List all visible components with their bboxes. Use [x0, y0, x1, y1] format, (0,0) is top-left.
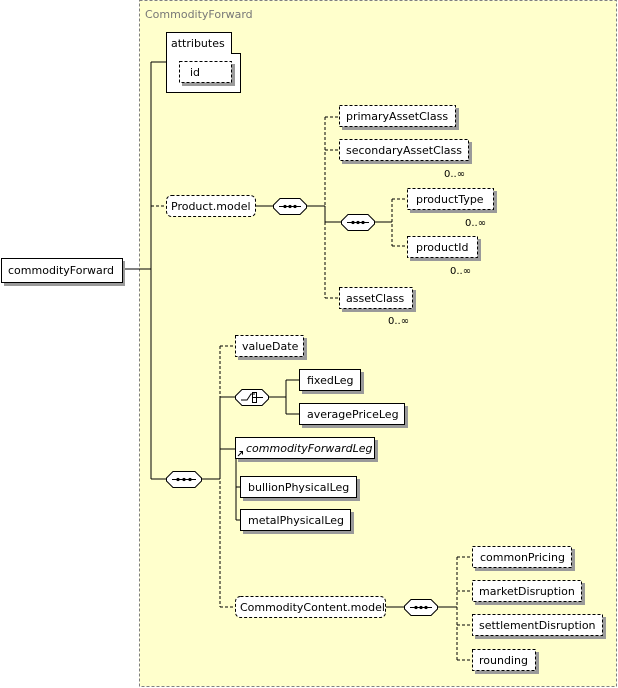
sequence-icon [341, 214, 375, 231]
root-element-label: commodityForward [8, 264, 114, 277]
element-metalPhysicalLeg[interactable]: metalPhysicalLeg [240, 509, 355, 535]
element-valueDate[interactable]: valueDate [235, 335, 308, 361]
element-commodityForwardLeg[interactable]: commodityForwardLeg [235, 437, 379, 463]
root-element-commodityForward[interactable]: commodityForward [1, 258, 126, 287]
element-assetClass-label: assetClass [346, 292, 404, 305]
element-rounding[interactable]: rounding [472, 649, 540, 675]
element-averagePriceLeg[interactable]: averagePriceLeg [299, 403, 409, 429]
attributes-box: attributes id [166, 32, 241, 93]
occurrence-productId: 0..∞ [450, 266, 471, 277]
element-assetClass[interactable]: assetClass [339, 287, 417, 313]
element-commonPricing-label: commonPricing [480, 551, 565, 564]
element-settlementDisruption-label: settlementDisruption [479, 619, 596, 632]
element-productType[interactable]: productType [407, 188, 498, 214]
complex-type-title: CommodityForward [145, 8, 253, 21]
element-metalPhysicalLeg-label: metalPhysicalLeg [248, 514, 344, 527]
choice-icon [235, 389, 269, 406]
attribute-id-label: id [190, 66, 200, 79]
sequence-icon [166, 471, 202, 488]
element-valueDate-label: valueDate [242, 340, 299, 353]
occurrence-assetClass: 0..∞ [388, 316, 409, 327]
element-commodityForwardLeg-label: commodityForwardLeg [246, 442, 373, 455]
occurrence-productType: 0..∞ [465, 218, 486, 229]
element-rounding-label: rounding [479, 654, 528, 667]
sequence-icon [404, 599, 438, 616]
element-productId[interactable]: productId [407, 236, 482, 262]
element-productType-label: productType [416, 193, 484, 206]
attributes-label: attributes [171, 37, 225, 50]
element-commonPricing[interactable]: commonPricing [472, 546, 576, 572]
group-product-model-label: Product.model [171, 200, 251, 213]
element-bullionPhysicalLeg[interactable]: bullionPhysicalLeg [240, 476, 361, 502]
occurrence-secondaryAssetClass: 0..∞ [444, 169, 465, 180]
sequence-icon [273, 198, 307, 215]
element-primaryAssetClass[interactable]: primaryAssetClass [339, 105, 460, 131]
group-commodity-content-model-label: CommodityContent.model [240, 601, 385, 614]
element-marketDisruption-label: marketDisruption [479, 585, 575, 598]
element-secondaryAssetClass-label: secondaryAssetClass [346, 144, 462, 157]
element-secondaryAssetClass[interactable]: secondaryAssetClass [339, 139, 473, 165]
element-fixedLeg-label: fixedLeg [307, 374, 354, 387]
attribute-id[interactable]: id [179, 61, 236, 87]
element-averagePriceLeg-label: averagePriceLeg [307, 408, 399, 421]
element-primaryAssetClass-label: primaryAssetClass [346, 110, 448, 123]
group-commodity-content-model[interactable]: CommodityContent.model [235, 596, 386, 618]
connectors [123, 61, 472, 661]
element-fixedLeg[interactable]: fixedLeg [299, 369, 365, 395]
element-settlementDisruption[interactable]: settlementDisruption [472, 614, 607, 640]
element-bullionPhysicalLeg-label: bullionPhysicalLeg [248, 481, 349, 494]
element-marketDisruption[interactable]: marketDisruption [472, 580, 586, 606]
element-productId-label: productId [416, 241, 469, 254]
group-product-model[interactable]: Product.model [166, 195, 256, 217]
